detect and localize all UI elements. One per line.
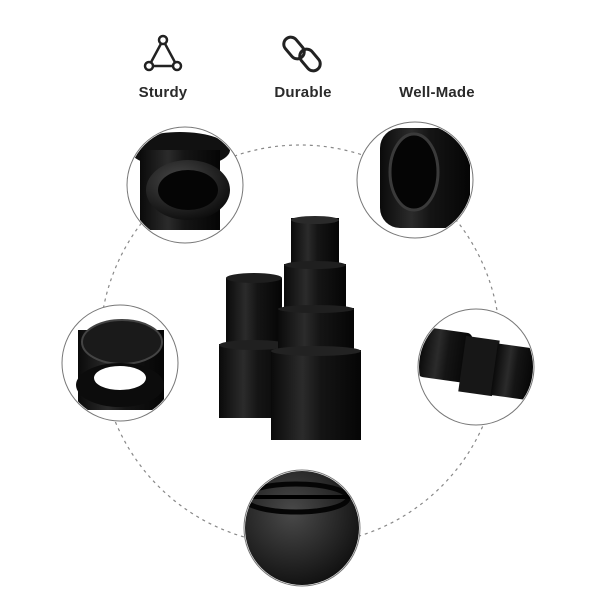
detail-ring-left [61, 304, 179, 422]
detail-cup-top-right [356, 121, 474, 239]
detail-closeup-bottom [243, 469, 361, 587]
detail-tube-right [417, 308, 535, 426]
well-made-icon-placeholder [372, 30, 502, 78]
small-adapter-piece [219, 273, 289, 418]
feature-well-made: Well-Made [372, 30, 502, 101]
chain-links-icon [282, 35, 322, 73]
feature-label-sturdy: Sturdy [138, 84, 188, 101]
feature-label-well-made: Well-Made [399, 84, 475, 101]
triangle-nodes-icon [143, 34, 183, 72]
feature-label-durable: Durable [274, 84, 332, 101]
detail-flange-top-left [126, 126, 244, 244]
stepped-adapter-piece [271, 216, 361, 440]
feature-durable: Durable [238, 30, 368, 101]
feature-sturdy: Sturdy [98, 30, 228, 101]
